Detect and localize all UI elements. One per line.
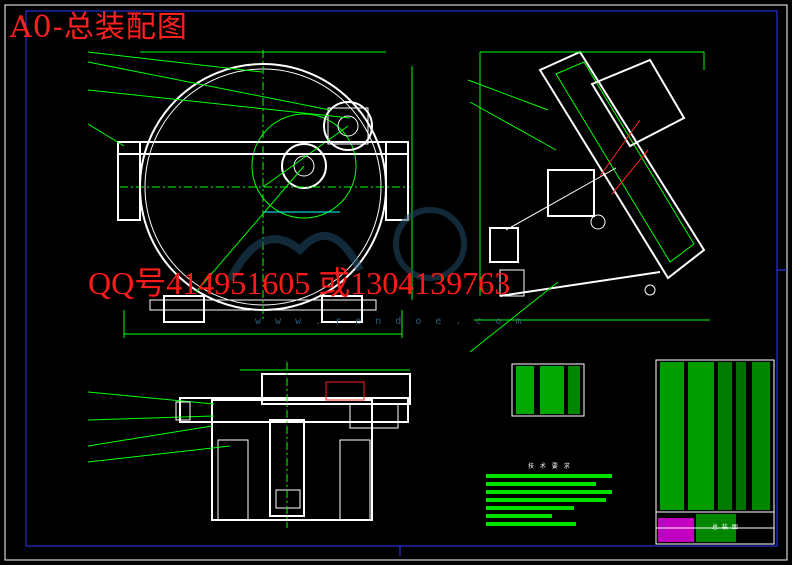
req-line-7	[486, 522, 576, 526]
plan-inner-red	[325, 381, 365, 401]
leader-9	[87, 415, 215, 421]
red-link	[599, 119, 641, 177]
top-view	[87, 362, 411, 528]
param-table-frame	[511, 363, 585, 417]
right-post	[385, 141, 409, 221]
right-foot	[321, 295, 363, 323]
title-block-name: 总 装 图	[712, 524, 739, 531]
lower-box	[489, 227, 519, 263]
req-line-2	[486, 482, 596, 486]
inclined-support	[499, 271, 661, 297]
tech-requirements	[486, 474, 612, 526]
plan-motor	[349, 403, 399, 429]
leader-10	[87, 425, 213, 447]
leader-11	[87, 445, 231, 463]
leader-7	[469, 281, 559, 353]
leader-4	[87, 123, 125, 147]
gearbox-top	[590, 58, 686, 148]
motor-gear	[323, 101, 373, 151]
bom-col-5	[752, 362, 770, 510]
red-link-2	[611, 149, 649, 195]
plan-body	[211, 399, 373, 521]
dim-frame	[480, 51, 705, 70]
drawing-title: A0-总装配图	[10, 10, 188, 45]
inner-frame	[25, 10, 778, 547]
req-line-6	[486, 514, 552, 518]
tech-requirements-title: 技 术 要 求	[528, 463, 572, 470]
plan-right-leg	[339, 439, 371, 521]
outer-frame	[4, 4, 788, 561]
leader-3	[87, 89, 351, 119]
scraper-arm	[195, 165, 305, 293]
plan-post	[269, 419, 305, 517]
watermark-url: w w w . r e n d o e . c o m	[255, 316, 526, 327]
support-pillar	[499, 269, 525, 297]
plan-left-leg	[217, 439, 249, 521]
motor-shaft	[262, 125, 349, 188]
base-plate	[149, 299, 377, 311]
bom-col-1	[660, 362, 684, 510]
motor-gear-box	[327, 107, 369, 145]
plan-hub	[275, 489, 301, 509]
plan-upper	[179, 397, 409, 423]
cloud-logo-icon	[226, 207, 467, 282]
leader-8	[87, 391, 215, 405]
param-col-1	[516, 366, 534, 414]
bom-col-3	[718, 362, 732, 510]
req-line-5	[486, 506, 574, 510]
gear-ring-small	[281, 143, 327, 189]
side-view	[467, 50, 710, 353]
req-line-1	[486, 474, 612, 478]
param-col-3	[568, 366, 580, 414]
req-line-4	[486, 498, 606, 502]
front-view	[87, 50, 413, 338]
pivot	[644, 284, 656, 296]
tilted-body	[538, 50, 706, 280]
contact-watermark: QQ号414951605 或1304139763	[88, 265, 511, 301]
req-line-3	[486, 490, 612, 494]
leader-2	[87, 61, 331, 111]
plan-side-flange	[175, 401, 191, 421]
parameter-table	[511, 363, 585, 417]
inclined-support-2	[505, 167, 617, 231]
leader-5	[467, 79, 549, 111]
tilted-body-inner	[555, 61, 695, 263]
mid-pivot	[590, 214, 606, 230]
param-col-2	[540, 366, 564, 414]
left-post	[117, 141, 141, 221]
plan-gearbox	[261, 373, 411, 405]
gear-ring	[251, 113, 357, 219]
title-block-accent	[658, 518, 694, 542]
bom-table	[655, 359, 775, 513]
gear-hub	[293, 155, 315, 177]
leader-6	[469, 101, 557, 151]
motor-gear-hub	[337, 115, 359, 137]
leader-1	[87, 51, 263, 73]
bom-col-2	[688, 362, 714, 510]
motor-block	[547, 169, 595, 217]
bom-col-4	[736, 362, 746, 510]
title-block	[655, 511, 775, 545]
left-foot	[163, 295, 205, 323]
